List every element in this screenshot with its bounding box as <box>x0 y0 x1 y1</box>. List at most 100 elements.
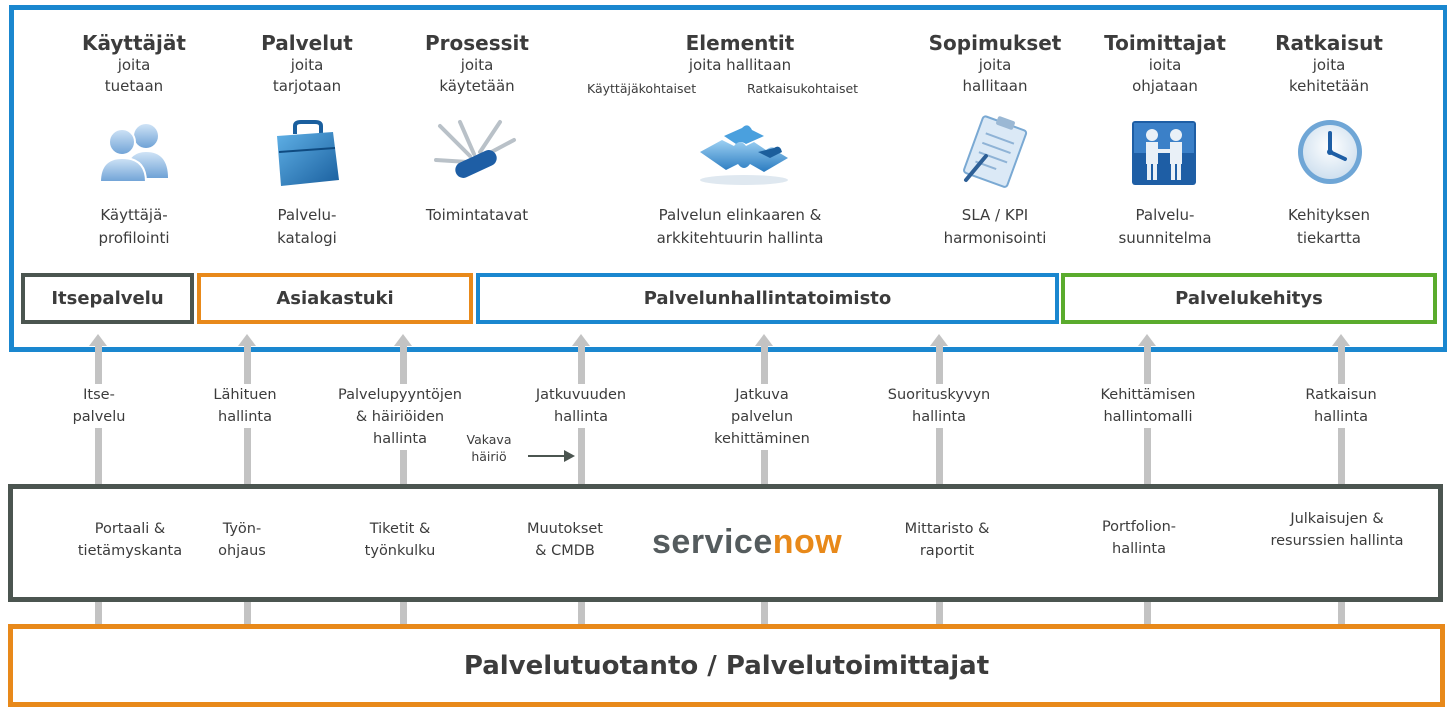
column-subtitle: joita <box>978 56 1012 74</box>
label-line: Jatkuvuuden <box>535 387 627 403</box>
handshake-icon <box>1132 121 1196 185</box>
column-subtitle: tuetaan <box>104 77 164 95</box>
label-line: hallinta <box>1112 541 1166 557</box>
puzzle-icon <box>700 125 788 185</box>
column-label: Kehityksen tiekartta <box>1259 204 1399 250</box>
frame-tool-layer <box>8 484 1443 602</box>
briefcase-icon <box>277 120 339 186</box>
label-line: profilointi <box>98 229 170 247</box>
process-request-incident: Palvelupyyntöjen & häiriöiden hallinta <box>328 384 472 450</box>
column-subtitle: joita <box>460 56 494 74</box>
column-subtitle: käytetään <box>439 77 515 95</box>
label-line: Itse- <box>83 387 115 403</box>
process-local-support: Lähituen hallinta <box>197 384 293 428</box>
frame-user-layer <box>9 5 1447 352</box>
label-line: häiriö <box>471 449 507 464</box>
label-line: palvelun <box>730 409 794 425</box>
column-title: Palvelut <box>261 31 353 55</box>
column-label: Palvelu- katalogi <box>237 204 377 250</box>
clock-icon <box>1298 120 1362 184</box>
column-subtitle: ioita <box>1148 56 1182 74</box>
label-line: tietämyskanta <box>77 543 183 559</box>
label-line: SLA / KPI <box>961 206 1029 224</box>
major-incident-note: Vakava häiriö <box>462 431 516 465</box>
label-line: Palvelun elinkaaren & <box>658 206 822 224</box>
column-title: Sopimukset <box>928 31 1062 55</box>
label-line: Portfolion- <box>1101 519 1177 535</box>
column-contracts: Sopimukset joita hallitaan <box>925 31 1065 97</box>
label-line: Käyttäjä- <box>100 206 168 224</box>
label-line: Vakava <box>466 432 512 447</box>
connector-line <box>244 596 251 626</box>
process-self-service: Itse- palvelu <box>59 384 139 428</box>
label-line: Kehittämisen <box>1100 387 1196 403</box>
frame-service-production: Palvelutuotanto / Palvelutoimittajat <box>8 624 1445 707</box>
band-label: Palvelunhallintatoimisto <box>643 288 892 309</box>
arrow-up-icon <box>755 334 773 346</box>
label-line: tiekartta <box>1296 229 1361 247</box>
column-label: Käyttäjä- profilointi <box>64 204 204 250</box>
column-title: Elementit <box>685 31 795 55</box>
label-line: Mittaristo & <box>904 521 990 537</box>
label-line: Lähituen <box>213 387 277 403</box>
band-customer-support: Asiakastuki <box>197 273 473 324</box>
major-incident-arrow-icon <box>528 450 575 462</box>
column-subtitle: tarjotaan <box>272 77 342 95</box>
label-line: Ratkaisun <box>1305 387 1377 403</box>
connector-line <box>1144 596 1151 626</box>
tool-changes-cmdb: Muutokset & CMDB <box>515 518 615 562</box>
elements-user-specific: Käyttäjäkohtaiset <box>587 81 697 96</box>
label-line: Portaali & <box>94 521 166 537</box>
column-users: Käyttäjät joita tuetaan <box>64 31 204 97</box>
arrow-up-icon <box>572 334 590 346</box>
connector-line <box>400 596 407 626</box>
label-line: hallinta <box>554 409 608 425</box>
connector-line <box>95 596 102 626</box>
process-solution-management: Ratkaisun hallinta <box>1293 384 1389 428</box>
label-line: Työn- <box>222 521 262 537</box>
label-line: arkkitehtuurin hallinta <box>656 229 824 247</box>
band-self-service: Itsepalvelu <box>21 273 194 324</box>
tool-release-resource: Julkaisujen & resurssien hallinta <box>1247 508 1427 552</box>
arrow-up-icon <box>394 334 412 346</box>
label-line: Jatkuva <box>735 387 789 403</box>
column-label: Palvelu- suunnitelma <box>1095 204 1235 250</box>
column-title: Ratkaisut <box>1275 31 1383 55</box>
swiss-knife-icon <box>434 120 516 178</box>
tool-dashboards: Mittaristo & raportit <box>884 518 1010 562</box>
band-service-management-office: Palvelunhallintatoimisto <box>476 273 1059 324</box>
band-label: Itsepalvelu <box>51 288 164 309</box>
label-line: harmonisointi <box>943 229 1047 247</box>
logo-text-now: now <box>772 523 843 561</box>
label-line: kehittäminen <box>714 431 810 447</box>
column-suppliers: Toimittajat ioita ohjataan <box>1095 31 1235 97</box>
band-service-development: Palvelukehitys <box>1061 273 1437 324</box>
label-line: hallinta <box>373 431 427 447</box>
label-line: & häiriöiden <box>355 409 445 425</box>
label-line: hallinta <box>912 409 966 425</box>
label-line: hallintomalli <box>1103 409 1193 425</box>
servicenow-logo: servicenow <box>652 525 842 559</box>
arrow-up-icon <box>930 334 948 346</box>
column-label: Palvelun elinkaaren & arkkitehtuurin hal… <box>630 204 850 250</box>
process-continual-improvement: Jatkuva palvelun kehittäminen <box>703 384 821 450</box>
label-line: Julkaisujen & <box>1290 511 1384 527</box>
tool-work-orders: Työn- ohjaus <box>207 518 277 562</box>
users-icon <box>98 124 168 183</box>
process-continuity: Jatkuvuuden hallinta <box>524 384 638 428</box>
column-subtitle: kehitetään <box>1289 77 1369 95</box>
tool-portal: Portaali & tietämyskanta <box>59 518 201 562</box>
connector-line <box>578 596 585 626</box>
label-line: suunnitelma <box>1118 229 1212 247</box>
column-title: Toimittajat <box>1104 31 1226 55</box>
label-line: Palvelu- <box>277 206 337 224</box>
clipboard-icon <box>963 115 1028 188</box>
column-processes: Prosessit joita käytetään <box>407 31 547 97</box>
column-subtitle: joita <box>1312 56 1346 74</box>
label-line: katalogi <box>277 229 337 247</box>
label-line: Muutokset <box>526 521 603 537</box>
tool-portfolio: Portfolion- hallinta <box>1079 516 1199 560</box>
label-line: & CMDB <box>535 543 595 559</box>
connector-line <box>1338 596 1345 626</box>
elements-solution-specific: Ratkaisukohtaiset <box>747 81 859 96</box>
